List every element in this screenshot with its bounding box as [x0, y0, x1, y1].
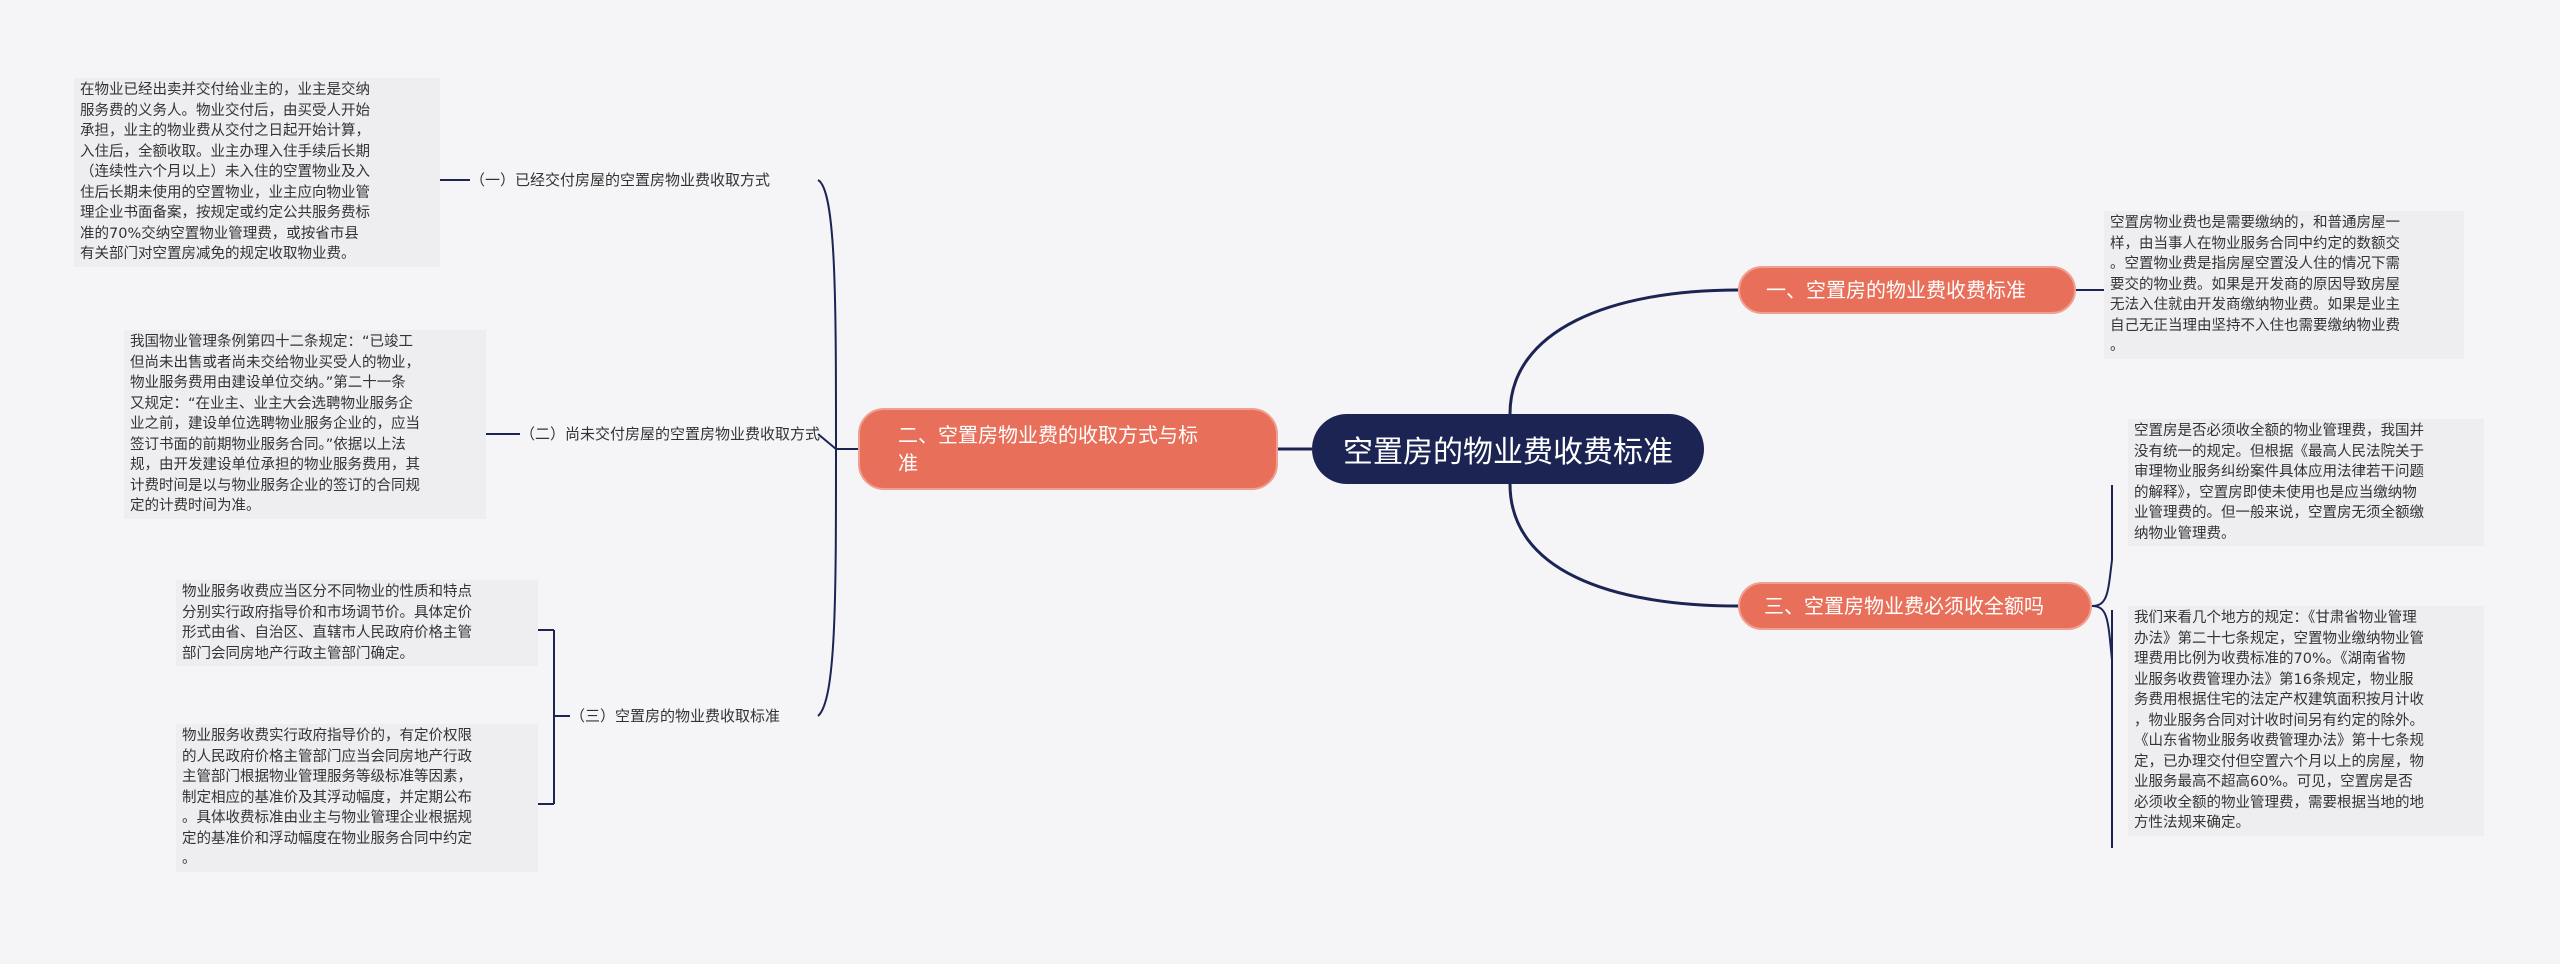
- detail-line: 。具体收费标准由业主与物业管理企业根据规: [182, 810, 472, 826]
- sub-topic-3-label: （三）空置房的物业费收取标准: [570, 707, 781, 725]
- sub-topic-1-label: （一）已经交付房屋的空置房物业费收取方式: [470, 171, 771, 189]
- detail-line: 方性法规来确定。: [2134, 815, 2250, 831]
- detail-line: 业管理费的。但一般来说，空置房无须全额缴: [2134, 505, 2424, 521]
- detail-line: 。: [2110, 338, 2125, 354]
- sub-2-detail: 我国物业管理条例第四十二条规定：“已竣工 但尚未出售或者尚未交给物业买受人的物业…: [124, 330, 486, 519]
- detail-line: （连续性六个月以上）未入住的空置物业及入: [80, 164, 370, 180]
- detail-line: 定的基准价和浮动幅度在物业服务合同中约定: [182, 830, 472, 847]
- branch-1-detail: 空置房物业费也是需要缴纳的，和普通房屋一 样，由当事人在物业服务合同中约定的数额…: [2104, 211, 2464, 359]
- detail-line: 纳物业管理费。: [2134, 525, 2236, 542]
- sub-3-detail-1: 物业服务收费应当区分不同物业的性质和特点 分别实行政府指导价和市场调节价。具体定…: [176, 580, 538, 666]
- branch-topic-3[interactable]: 三、空置房物业费必须收全额吗: [1738, 582, 2092, 630]
- detail-line: 服务费的义务人。物业交付后，由买受人开始: [80, 102, 370, 119]
- detail-line: 定的计费时间为准。: [130, 498, 261, 514]
- detail-line: 有关部门对空置房减免的规定收取物业费。: [80, 246, 356, 262]
- detail-line: 物业服务收费实行政府指导价的，有定价权限: [182, 728, 472, 744]
- detail-line: 但尚未出售或者尚未交给物业买受人的物业，: [130, 354, 420, 371]
- sub-topic-1[interactable]: （一）已经交付房屋的空置房物业费收取方式: [470, 170, 770, 190]
- detail-line: 空置房是否必须收全额的物业管理费，我国并: [2134, 423, 2424, 439]
- detail-line: 。: [182, 851, 197, 867]
- detail-line: 的解释》，空置房即使未使用也是应当缴纳物: [2134, 484, 2417, 501]
- detail-line: 主管部门根据物业管理服务等级标准等因素，: [182, 769, 472, 785]
- detail-line: 的人民政府价格主管部门应当会同房地产行政: [182, 748, 472, 765]
- detail-line: 物业服务费用由建设单位交纳。”第二十一条: [130, 375, 406, 391]
- sub-1-detail: 在物业已经出卖并交付给业主的，业主是交纳 服务费的义务人。物业交付后，由买受人开…: [74, 78, 440, 267]
- detail-line: 审理物业服务纠纷案件具体应用法律若干问题: [2134, 464, 2424, 480]
- root-topic-label: 空置房的物业费收费标准: [1343, 435, 1673, 470]
- branch-3-detail-2: 我们来看几个地方的规定：《甘肃省物业管理 办法》第二十七条规定，空置物业缴纳物业…: [2128, 606, 2484, 836]
- branch-3-detail-1: 空置房是否必须收全额的物业管理费，我国并 没有统一的规定。但根据《最高人民法院关…: [2128, 419, 2484, 546]
- sub-topic-2[interactable]: （二）尚未交付房屋的空置房物业费收取方式: [520, 424, 820, 444]
- detail-line: 。空置物业费是指房屋空置没人住的情况下需: [2110, 256, 2400, 272]
- detail-line: 住后长期未使用的空置物业，业主应向物业管: [80, 184, 370, 201]
- branch-topic-2-label-line-1: 二、空置房物业费的收取方式与标: [898, 423, 1198, 447]
- detail-line: 必须收全额的物业管理费，需要根据当地的地: [2134, 794, 2424, 811]
- detail-line: 样，由当事人在物业服务合同中约定的数额交: [2110, 235, 2400, 252]
- detail-line: 没有统一的规定。但根据《最高人民法院关于: [2134, 443, 2424, 460]
- detail-line: 我国物业管理条例第四十二条规定：“已竣工: [130, 334, 414, 350]
- detail-line: 入住后，全额收取。业主办理入住手续后长期: [80, 143, 370, 160]
- branch-topic-3-label: 三、空置房物业费必须收全额吗: [1764, 594, 2044, 618]
- sub-topic-2-label: （二）尚未交付房屋的空置房物业费收取方式: [520, 425, 821, 443]
- branch-topic-2[interactable]: 二、空置房物业费的收取方式与标 准: [858, 408, 1278, 490]
- detail-line: ，物业服务合同对计收时间另有约定的除外。: [2134, 712, 2424, 729]
- detail-line: 又规定：“在业主、业主大会选聘物业服务企: [130, 395, 414, 412]
- detail-line: 理企业书面备案，按规定或约定公共服务费标: [80, 205, 370, 221]
- detail-line: 制定相应的基准价及其浮动幅度，并定期公布: [182, 789, 472, 806]
- detail-line: 空置房物业费也是需要缴纳的，和普通房屋一: [2110, 215, 2400, 231]
- detail-line: 务费用根据住宅的法定产权建筑面积按月计收: [2134, 692, 2424, 708]
- root-topic[interactable]: 空置房的物业费收费标准: [1312, 414, 1704, 484]
- detail-line: 准的70%交纳空置物业管理费，或按省市县: [80, 225, 359, 242]
- detail-line: 要交的物业费。如果是开发商的原因导致房屋: [2110, 276, 2400, 293]
- detail-line: 部门会同房地产行政主管部门确定。: [182, 645, 414, 662]
- detail-line: 签订书面的前期物业服务合同。”依据以上法: [130, 436, 406, 453]
- detail-line: 承担，业主的物业费从交付之日起开始计算，: [80, 123, 370, 139]
- detail-line: 办法》第二十七条规定，空置物业缴纳物业管: [2134, 630, 2424, 647]
- branch-topic-2-label-line-2: 准: [898, 451, 918, 475]
- detail-line: 物业服务收费应当区分不同物业的性质和特点: [182, 584, 472, 600]
- sub-3-detail-2: 物业服务收费实行政府指导价的，有定价权限 的人民政府价格主管部门应当会同房地产行…: [176, 724, 538, 872]
- detail-line: 形式由省、自治区、直辖市人民政府价格主管: [182, 625, 472, 641]
- detail-line: 规，由开发建设单位承担的物业服务费用，其: [130, 457, 420, 473]
- detail-line: 《山东省物业服务收费管理办法》第十七条规: [2134, 733, 2424, 749]
- detail-line: 业之前，建设单位选聘物业服务企业的，应当: [130, 416, 420, 432]
- detail-line: 在物业已经出卖并交付给业主的，业主是交纳: [80, 82, 370, 98]
- detail-line: 无法入住就由开发商缴纳物业费。如果是业主: [2110, 297, 2400, 313]
- detail-line: 业服务收费管理办法》第16条规定，物业服: [2134, 671, 2414, 688]
- branch-topic-1[interactable]: 一、空置房的物业费收费标准: [1738, 266, 2076, 314]
- detail-line: 业服务最高不超高60%。可见，空置房是否: [2134, 774, 2413, 790]
- detail-line: 理费用比例为收费标准的70%。《湖南省物: [2134, 651, 2406, 667]
- detail-line: 分别实行政府指导价和市场调节价。具体定价: [182, 604, 472, 621]
- sub-topic-3[interactable]: （三）空置房的物业费收取标准: [570, 706, 780, 726]
- detail-line: 自己无正当理由坚持不入住也需要缴纳物业费: [2110, 317, 2400, 334]
- detail-line: 计费时间是以与物业服务企业的签订的合同规: [130, 477, 420, 494]
- detail-line: 定，已办理交付但空置六个月以上的房屋，物: [2134, 753, 2424, 770]
- branch-topic-1-label: 一、空置房的物业费收费标准: [1766, 278, 2026, 302]
- detail-line: 我们来看几个地方的规定：《甘肃省物业管理: [2134, 610, 2417, 626]
